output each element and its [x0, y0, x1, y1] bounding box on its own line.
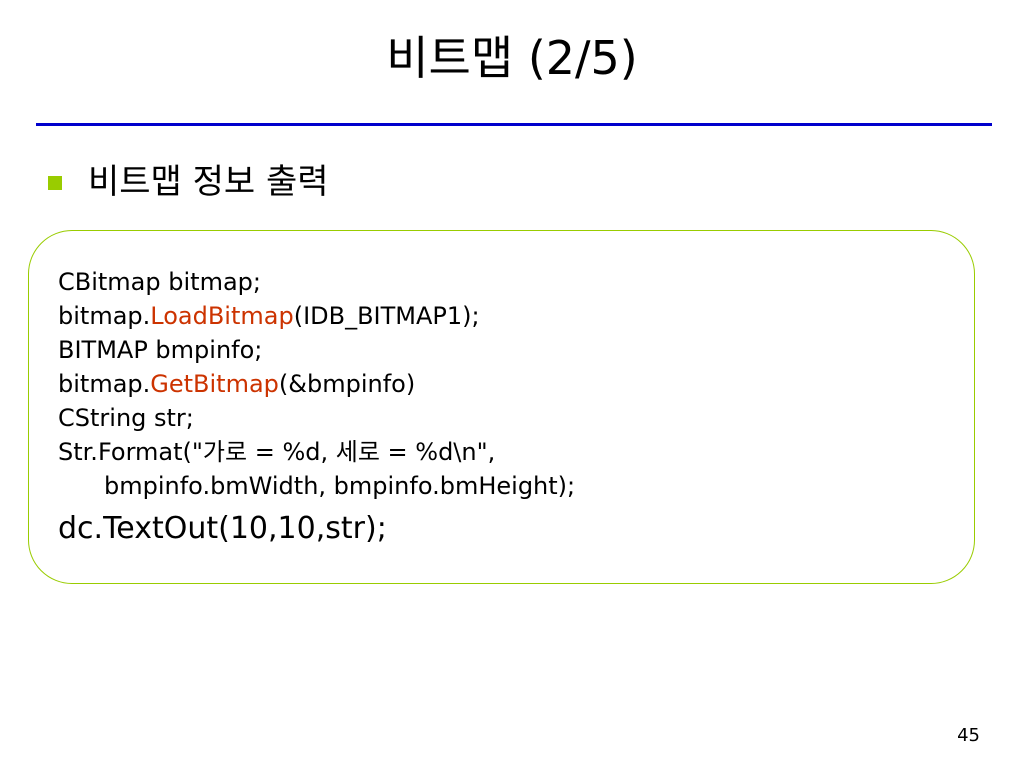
square-bullet-icon	[48, 176, 62, 190]
page-number: 45	[957, 725, 980, 746]
code-line-6: Str.Format("가로 = %d, 세로 = %d\n",	[58, 438, 496, 466]
slide-title: 비트맵 (2/5)	[386, 31, 638, 85]
function-name: GetBitmap	[150, 370, 279, 398]
function-name: LoadBitmap	[150, 302, 294, 330]
code-block: CBitmap bitmap; bitmap.LoadBitmap(IDB_BI…	[28, 230, 975, 584]
code-text: (IDB_BITMAP1);	[293, 302, 480, 330]
code-text: (&bmpinfo)	[278, 370, 416, 398]
code-line-5: CString str;	[58, 404, 194, 432]
code-line-2: bitmap.LoadBitmap(IDB_BITMAP1);	[58, 299, 575, 333]
code-line-3: BITMAP bmpinfo;	[58, 336, 263, 364]
bullet-text: 비트맵 정보 출력	[88, 162, 329, 202]
code-text: bitmap.	[58, 302, 151, 330]
code-lines: CBitmap bitmap; bitmap.LoadBitmap(IDB_BI…	[58, 265, 575, 549]
code-text: bitmap.	[58, 370, 151, 398]
code-line-7: bmpinfo.bmWidth, bmpinfo.bmHeight);	[104, 472, 576, 500]
code-line-8: dc.TextOut(10,10,str);	[58, 511, 387, 546]
title-divider	[36, 123, 992, 126]
code-line-1: CBitmap bitmap;	[58, 268, 261, 296]
code-line-4: bitmap.GetBitmap(&bmpinfo)	[58, 367, 575, 401]
